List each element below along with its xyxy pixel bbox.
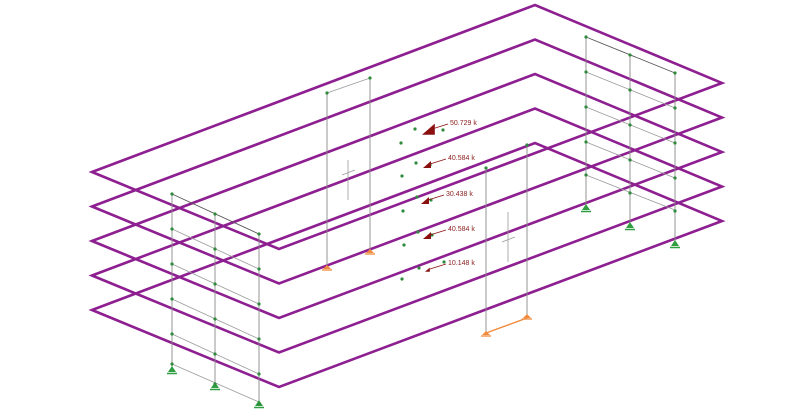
floor-slab-5[interactable] xyxy=(88,3,726,251)
supports xyxy=(167,204,680,409)
node[interactable] xyxy=(584,70,588,74)
pin-support-icon[interactable] xyxy=(167,366,177,375)
node[interactable] xyxy=(213,282,217,286)
node[interactable] xyxy=(628,191,632,195)
node[interactable] xyxy=(413,127,417,131)
pin-support-icon[interactable] xyxy=(625,222,635,231)
node[interactable] xyxy=(414,161,418,165)
floor-slab-4[interactable] xyxy=(88,38,726,285)
node[interactable] xyxy=(257,302,261,306)
node[interactable] xyxy=(484,166,488,170)
node[interactable] xyxy=(628,88,632,92)
brace-mark xyxy=(501,236,516,243)
node[interactable] xyxy=(325,91,329,95)
node[interactable] xyxy=(400,174,404,178)
load-arrow-icon xyxy=(423,232,431,239)
node[interactable] xyxy=(441,128,445,132)
node[interactable] xyxy=(415,195,419,199)
node[interactable] xyxy=(213,247,217,251)
node[interactable] xyxy=(673,71,677,75)
node[interactable] xyxy=(257,402,261,406)
node[interactable] xyxy=(673,176,677,180)
node[interactable] xyxy=(170,227,174,231)
node[interactable] xyxy=(213,382,217,386)
load-arrow-icon xyxy=(425,267,430,272)
load-marker[interactable]: 10.148 k xyxy=(425,260,475,272)
node[interactable] xyxy=(628,53,632,57)
roller-support-icon[interactable] xyxy=(481,331,491,337)
floor-slabs xyxy=(88,3,726,389)
node[interactable] xyxy=(417,266,421,270)
node[interactable] xyxy=(257,337,261,341)
node[interactable] xyxy=(368,76,372,80)
node[interactable] xyxy=(170,262,174,266)
floor-slab-2[interactable] xyxy=(88,107,726,354)
load-label: 10.148 k xyxy=(448,260,475,267)
brace-mark xyxy=(341,169,356,176)
node[interactable] xyxy=(628,123,632,127)
middle-right-bay[interactable] xyxy=(485,145,528,335)
nodes xyxy=(170,35,677,406)
node[interactable] xyxy=(525,143,529,147)
pin-support-icon[interactable] xyxy=(581,204,591,213)
node[interactable] xyxy=(442,260,446,264)
load-marker[interactable]: 40.584 k xyxy=(423,226,475,239)
floor-slab-3[interactable] xyxy=(88,72,726,320)
node[interactable] xyxy=(213,352,217,356)
node[interactable] xyxy=(402,243,406,247)
node[interactable] xyxy=(257,232,261,236)
roller-support-icon[interactable] xyxy=(365,249,375,255)
floor-slab-1[interactable] xyxy=(88,141,726,389)
node[interactable] xyxy=(213,317,217,321)
load-label: 30.438 k xyxy=(446,191,473,198)
lateral-loads: 50.729 k 40.584 k 30.438 k 40.584 k 10.148 k xyxy=(421,120,477,272)
node[interactable] xyxy=(673,209,677,213)
roller-support-icon[interactable] xyxy=(322,265,332,271)
load-arrow-icon xyxy=(422,123,435,135)
load-label: 50.729 k xyxy=(450,120,477,127)
node[interactable] xyxy=(170,192,174,196)
node[interactable] xyxy=(399,141,403,145)
load-leader xyxy=(429,229,447,236)
load-arrow-icon xyxy=(421,197,429,204)
pin-support-icon[interactable] xyxy=(670,240,680,249)
load-leader xyxy=(429,263,447,270)
load-leader xyxy=(429,158,447,165)
load-leader xyxy=(431,123,449,130)
node[interactable] xyxy=(673,106,677,110)
load-marker[interactable]: 40.584 k xyxy=(423,155,475,168)
node[interactable] xyxy=(584,173,588,177)
node[interactable] xyxy=(257,267,261,271)
grade-beam[interactable] xyxy=(485,317,528,334)
node[interactable] xyxy=(170,332,174,336)
node[interactable] xyxy=(401,209,405,213)
load-marker[interactable]: 50.729 k xyxy=(422,120,477,135)
node[interactable] xyxy=(400,277,404,281)
load-arrow-icon xyxy=(423,161,431,168)
middle-left-bay[interactable] xyxy=(326,77,371,268)
node[interactable] xyxy=(257,372,261,376)
node[interactable] xyxy=(584,105,588,109)
node[interactable] xyxy=(416,230,420,234)
roller-support-icon[interactable] xyxy=(522,314,532,320)
node[interactable] xyxy=(170,362,174,366)
beam[interactable] xyxy=(326,77,371,94)
node[interactable] xyxy=(584,140,588,144)
load-leader xyxy=(427,194,445,201)
node[interactable] xyxy=(170,297,174,301)
node[interactable] xyxy=(213,212,217,216)
node[interactable] xyxy=(628,158,632,162)
load-label: 40.584 k xyxy=(448,226,475,233)
load-label: 40.584 k xyxy=(448,155,475,162)
node[interactable] xyxy=(673,141,677,145)
load-marker[interactable]: 30.438 k xyxy=(421,191,473,204)
node[interactable] xyxy=(584,35,588,39)
